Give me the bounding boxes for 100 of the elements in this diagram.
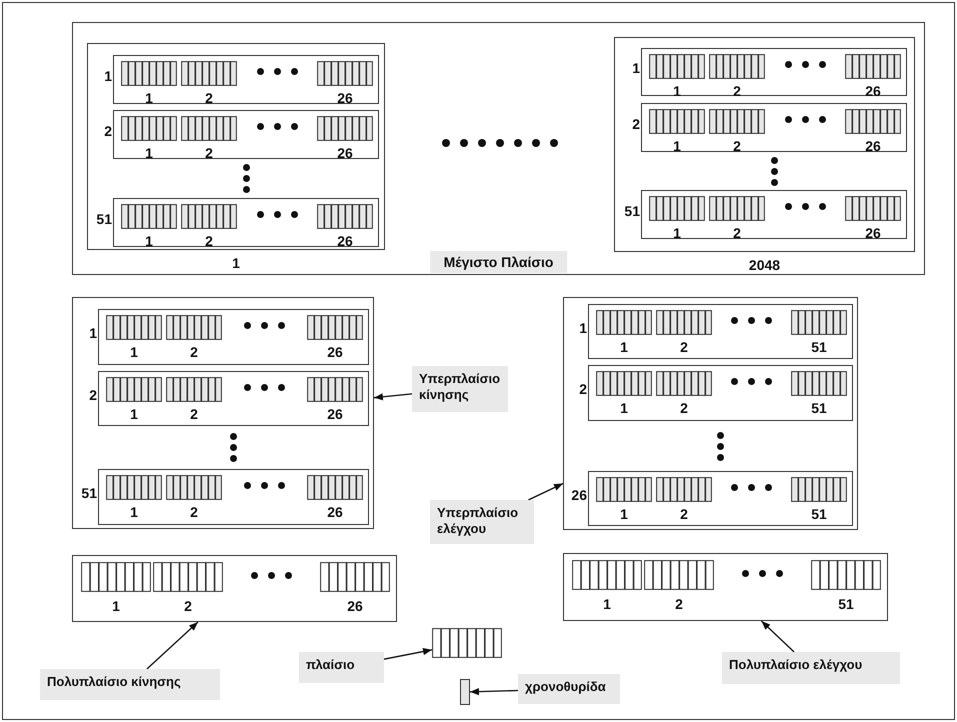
frame-number: 1 (129, 344, 139, 360)
row-number: 2 (631, 116, 640, 132)
container-box (87, 43, 385, 250)
frame-drawing (317, 116, 373, 141)
row-box (641, 103, 907, 152)
frame-number: 26 (864, 83, 882, 99)
frame-drawing (106, 377, 162, 402)
row-box (113, 198, 379, 247)
frame-drawing (649, 54, 705, 79)
frame-drawing (317, 204, 373, 229)
frame-number: 51 (810, 400, 828, 416)
frame-number: 1 (672, 225, 682, 241)
leader-arrow (374, 393, 412, 400)
row-number: 1 (578, 320, 587, 336)
frame-drawing (166, 475, 222, 500)
row-box (563, 553, 888, 621)
row-box (98, 371, 369, 426)
frame-number: 26 (346, 598, 364, 614)
frame-number: 1 (144, 90, 154, 106)
row-box (72, 555, 397, 622)
frame-drawing (320, 562, 390, 592)
frame-number: 2 (674, 596, 684, 612)
callout-label: Υπερπλαίσιο ελέγχου (430, 500, 534, 544)
frame-drawing (307, 315, 363, 340)
frame-number: 1 (672, 138, 682, 154)
row-number: 1 (88, 325, 97, 341)
frame-number: 51 (810, 339, 828, 355)
container-box (614, 37, 915, 252)
frame-drawing (307, 377, 363, 402)
frame-number: 1 (144, 233, 154, 249)
frame-number: 2 (189, 406, 199, 422)
row-box (113, 110, 379, 159)
frame-drawing (596, 310, 652, 335)
row-box (641, 48, 907, 96)
leader-arrow (146, 622, 198, 670)
row-number: 51 (623, 202, 640, 218)
row-number: 51 (95, 210, 112, 226)
row-box (588, 365, 853, 421)
row-box (98, 469, 369, 525)
container-box (563, 297, 858, 530)
frame-drawing (596, 477, 652, 502)
row-number: 2 (103, 122, 112, 138)
callout-label: Υπερπλαίσιο κίνησης (412, 366, 508, 412)
frame-number: 2 (732, 138, 742, 154)
frame-number: 26 (336, 233, 354, 249)
frame-drawing (317, 61, 373, 86)
container-box (72, 297, 374, 529)
frame-drawing (166, 315, 222, 340)
frame-number: 1 (129, 504, 139, 520)
frame-drawing (791, 310, 847, 335)
row-number: 51 (80, 485, 97, 501)
frame-number: 1 (619, 506, 629, 522)
frame-number: 26 (864, 138, 882, 154)
frame-number: 1 (619, 339, 629, 355)
slot-bar (460, 679, 470, 705)
frame-number: 26 (336, 90, 354, 106)
frame-number: 2 (183, 598, 193, 614)
row-number: 26 (570, 486, 587, 502)
callout-label: πλαίσιο (299, 652, 384, 683)
frame-drawing (572, 560, 642, 590)
frame-drawing (649, 196, 705, 221)
row-box (641, 190, 907, 239)
frame-drawing (845, 109, 901, 134)
frame-drawing (181, 204, 237, 229)
frame-number: 2 (679, 339, 689, 355)
frame-drawing (432, 628, 502, 658)
frame-drawing (709, 109, 765, 134)
frame-drawing (81, 562, 151, 592)
frame-drawing (166, 377, 222, 402)
frame-drawing (845, 196, 901, 221)
frame-drawing (709, 196, 765, 221)
frame-number: 1 (602, 596, 612, 612)
frame-number: 2 (189, 344, 199, 360)
frame-number: 2 (732, 83, 742, 99)
row-box (588, 471, 853, 526)
frame-drawing (791, 371, 847, 396)
frame-drawing (709, 54, 765, 79)
frame-number: 1 (111, 598, 121, 614)
leader-arrow (528, 482, 564, 501)
frame-drawing (181, 61, 237, 86)
box-number: 1 (231, 255, 241, 271)
frame-number: 26 (336, 145, 354, 161)
frame-drawing (121, 204, 177, 229)
frame-number: 2 (204, 145, 214, 161)
callout-label: Πολυπλαίσιο ελέγχου (722, 652, 900, 684)
frame-number: 26 (326, 504, 344, 520)
frame-number: 26 (326, 344, 344, 360)
frame-number: 1 (619, 400, 629, 416)
frame-drawing (121, 116, 177, 141)
outer-box (72, 22, 925, 275)
leader-arrow (470, 688, 518, 696)
row-box (588, 304, 853, 359)
row-box (113, 55, 379, 104)
frame-drawing (596, 371, 652, 396)
frame-drawing (181, 116, 237, 141)
frame-drawing (307, 475, 363, 500)
frame-drawing (656, 477, 712, 502)
frame-number: 2 (732, 225, 742, 241)
frame-drawing (106, 475, 162, 500)
frame-drawing (656, 310, 712, 335)
